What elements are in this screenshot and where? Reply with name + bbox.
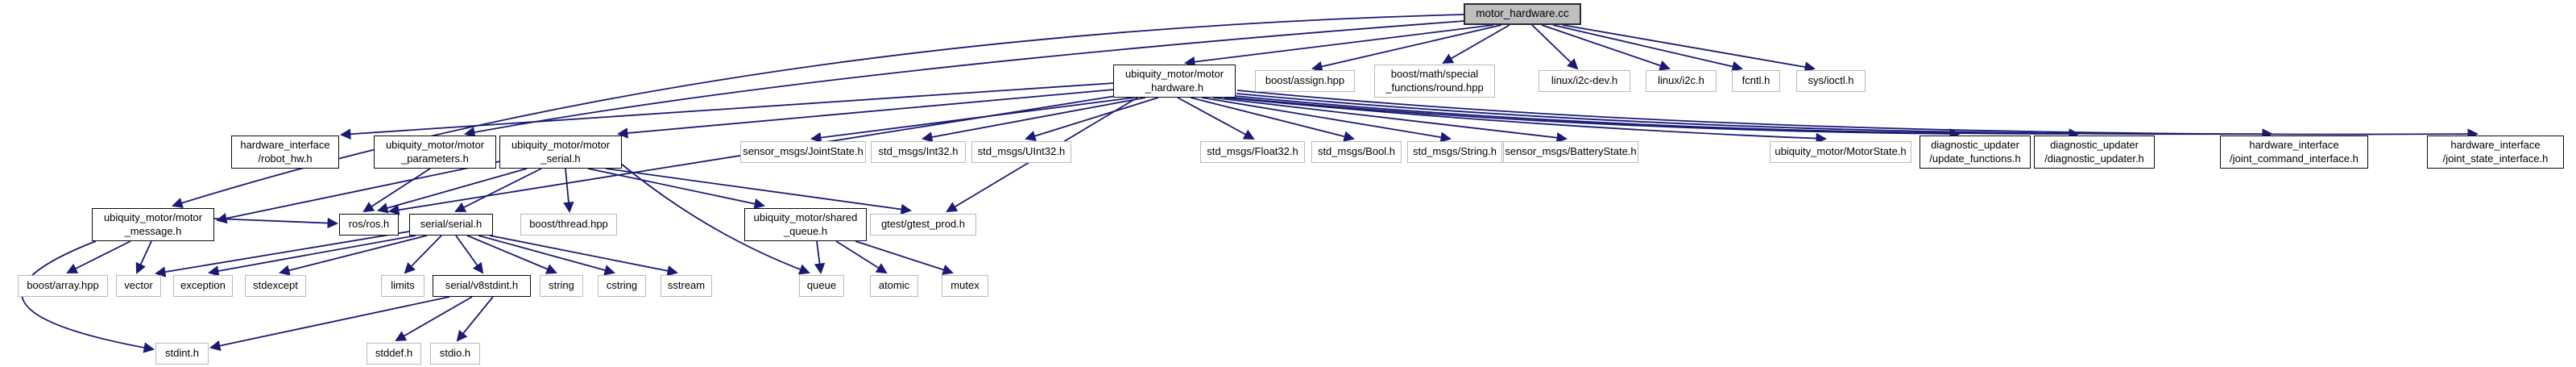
graph-node-serial[interactable]: serial/serial.h: [409, 214, 493, 236]
edge-mh--uint32: [1025, 97, 1159, 142]
graph-node-boolmsg: std_msgs/Bool.h: [1311, 141, 1402, 163]
edge-serial--exception: [208, 235, 416, 277]
graph-node-jointst[interactable]: hardware_interface /joint_state_interfac…: [2427, 136, 2564, 169]
edge-root--round: [1442, 24, 1510, 65]
graph-node-array: boost/array.hpp: [18, 275, 108, 297]
graph-node-diagupd[interactable]: diagnostic_updater /diagnostic_updater.h: [2034, 136, 2155, 169]
edge-mh--jointst: [1236, 90, 2479, 140]
edge-mmsg--vector: [135, 240, 152, 274]
edge-mserial--queue: [620, 163, 810, 275]
edge-mserial--gtest: [605, 168, 913, 215]
edge-root--i2cdev: [1531, 24, 1579, 70]
edge-mh--updfunc: [1231, 97, 1961, 140]
edge-mh--float32: [1177, 97, 1255, 140]
edge-mh--robot_hw: [339, 82, 1115, 140]
edge-mh--diagupd: [1234, 95, 2081, 140]
graph-node-mutex: mutex: [942, 275, 988, 297]
edge-serial--v8: [455, 235, 484, 274]
edge-mh--mserial: [616, 89, 1115, 139]
graph-node-exception: exception: [173, 275, 233, 297]
edge-v8--stdint: [209, 296, 450, 352]
edge-v8--stdio: [456, 296, 494, 342]
graph-node-gtest: gtest/gtest_prod.h: [870, 214, 976, 236]
edge-squeue--mutex: [855, 240, 954, 275]
graph-node-string: string: [540, 275, 583, 297]
graph-node-motorstate: ubiquity_motor/MotorState.h: [1770, 141, 1911, 163]
edge-serial--cstring: [478, 235, 615, 276]
graph-node-uint32: std_msgs/UInt32.h: [971, 141, 1071, 163]
edge-serial--stdexcept: [279, 235, 428, 276]
graph-node-int32: std_msgs/Int32.h: [871, 141, 966, 163]
graph-node-battery: sensor_msgs/BatteryState.h: [1503, 141, 1638, 163]
edge-mh--battery: [1212, 97, 1568, 144]
graph-node-ioctl: sys/ioctl.h: [1796, 70, 1866, 92]
graph-node-float32: std_msgs/Float32.h: [1200, 141, 1305, 163]
edge-root--mparams: [464, 20, 1465, 138]
edge-mserial--ros: [377, 168, 528, 214]
edge-mmsg--stdint: [21, 240, 155, 353]
graph-node-stdint: stdint.h: [155, 343, 209, 365]
edge-mserial--thread: [563, 168, 574, 214]
edge-mserial--squeue: [587, 168, 765, 210]
graph-node-v8[interactable]: serial/v8stdint.h: [433, 275, 531, 297]
graph-node-i2cdev: linux/i2c-dev.h: [1539, 70, 1630, 92]
graph-node-assign: boost/assign.hpp: [1255, 70, 1355, 92]
graph-node-stddef: stddef.h: [367, 343, 421, 365]
graph-node-jointcmd[interactable]: hardware_interface /joint_command_interf…: [2220, 136, 2368, 169]
edge-serial--sstream: [489, 235, 678, 277]
graph-node-robot_hw[interactable]: hardware_interface /robot_hw.h: [231, 136, 339, 169]
edge-root--assign: [1311, 24, 1502, 72]
graph-node-mmsg[interactable]: ubiquity_motor/motor _message.h: [92, 208, 214, 241]
graph-node-ros[interactable]: ros/ros.h: [339, 214, 399, 236]
graph-node-strmsg: std_msgs/String.h: [1407, 141, 1502, 163]
edge-mh--strmsg: [1201, 97, 1452, 143]
graph-node-stdio: stdio.h: [430, 343, 480, 365]
edge-mh--jointstate: [810, 97, 1135, 144]
edge-mmsg--array: [66, 240, 131, 273]
edge-squeue--queue: [814, 240, 826, 275]
graph-node-root: motor_hardware.cc: [1464, 3, 1581, 25]
graph-node-squeue[interactable]: ubiquity_motor/shared _queue.h: [744, 208, 867, 241]
edge-mserial--serial: [454, 168, 542, 212]
edge-root--mmsg: [172, 14, 1465, 209]
graph-node-sstream: sstream: [661, 275, 712, 297]
graph-node-limits: limits: [381, 275, 425, 297]
edge-root--fcntl: [1552, 24, 1743, 72]
graph-node-vector: vector: [116, 275, 161, 297]
graph-node-fcntl: fcntl.h: [1732, 70, 1780, 92]
graph-node-atomic: atomic: [870, 275, 918, 297]
edge-root--ioctl: [1562, 24, 1816, 73]
edge-mh--int32: [921, 97, 1146, 143]
graph-node-mh[interactable]: ubiquity_motor/motor _hardware.h: [1113, 65, 1236, 98]
edge-root--i2c: [1541, 24, 1671, 71]
edge-serial--string: [466, 235, 557, 274]
graph-node-queue: queue: [799, 275, 844, 297]
edge-mh--motorstate: [1224, 97, 1828, 144]
edge-mmsg--ros: [213, 217, 339, 229]
edge-serial--vector: [155, 231, 410, 277]
graph-node-thread: boost/thread.hpp: [520, 214, 617, 236]
graph-node-stdexcept: stdexcept: [245, 275, 306, 297]
graph-node-jointstate: sensor_msgs/JointState.h: [740, 141, 866, 163]
edge-serial--limits: [404, 235, 442, 274]
edge-mserial--mmsg: [216, 161, 501, 224]
edge-v8--stddef: [395, 296, 473, 342]
graph-node-updfunc[interactable]: diagnostic_updater /update_functions.h: [1920, 136, 2031, 169]
graph-node-i2c: linux/i2c.h: [1646, 70, 1717, 92]
edge-mparams--ros: [362, 168, 431, 213]
edge-squeue--atomic: [835, 240, 888, 274]
edge-root--mh: [1183, 24, 1494, 68]
graph-node-mserial[interactable]: ubiquity_motor/motor _serial.h: [499, 136, 622, 169]
edge-mh--jointcmd: [1236, 93, 2274, 140]
graph-node-mparams[interactable]: ubiquity_motor/motor _parameters.h: [374, 136, 496, 169]
edge-mh--boolmsg: [1190, 97, 1355, 142]
graph-node-round: boost/math/special _functions/round.hpp: [1374, 65, 1495, 98]
graph-node-cstring: cstring: [598, 275, 646, 297]
